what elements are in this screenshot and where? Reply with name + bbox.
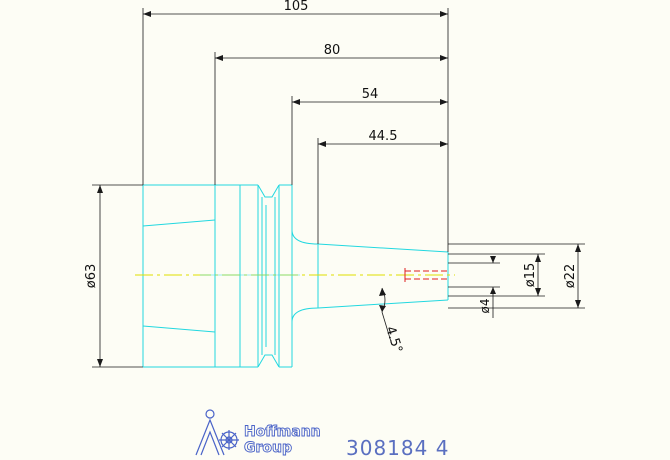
- dim-105: 105: [284, 0, 309, 14]
- brand-group: Group: [244, 440, 292, 456]
- arrowheads: [97, 11, 581, 367]
- dim-44-5: 44.5: [369, 129, 398, 144]
- brand-name: Hoffmann: [244, 424, 321, 440]
- dimension-lines: [92, 8, 585, 368]
- dim-dia-4: ø4: [478, 299, 492, 314]
- dim-54: 54: [362, 87, 379, 102]
- dim-dia-15: ø15: [523, 263, 538, 288]
- hoffmann-logo: Hoffmann Group: [195, 409, 321, 456]
- dim-dia-22: ø22: [563, 264, 578, 289]
- dim-dia-63: ø63: [84, 264, 99, 289]
- dim-angle: 4.5°: [382, 325, 405, 355]
- hidden-bore: [404, 268, 448, 282]
- dim-80: 80: [324, 43, 341, 58]
- part-outline: [142, 184, 449, 368]
- part-number: 308184 4: [346, 436, 449, 460]
- logo-mark-icon: [195, 409, 239, 456]
